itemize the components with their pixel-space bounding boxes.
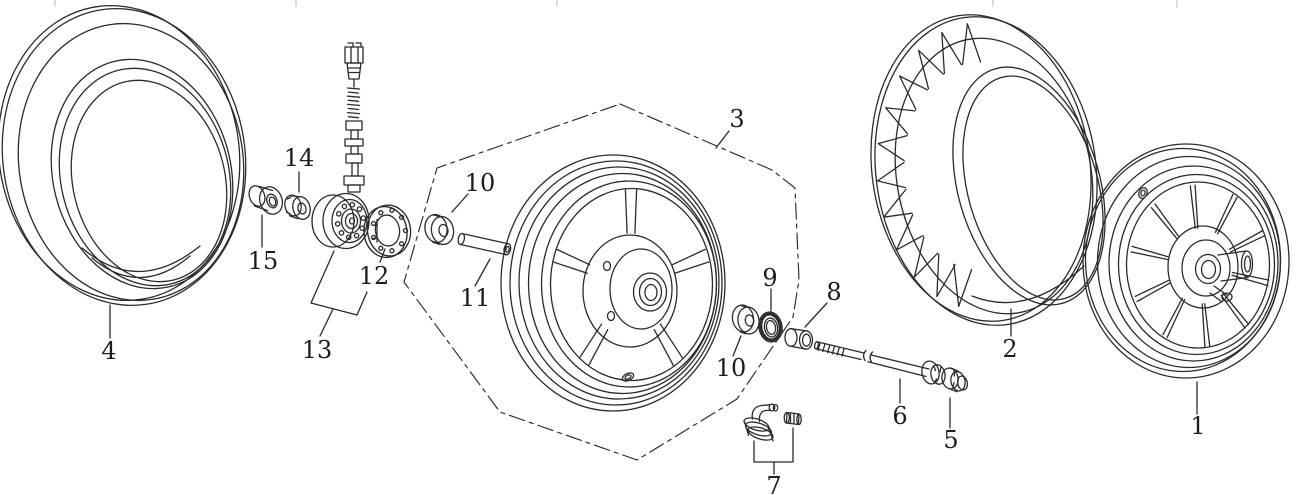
part-label-11: 11 (459, 284, 491, 312)
part-label-6: 6 (892, 402, 908, 430)
washer-10-rear (731, 304, 760, 335)
tire-4 (0, 4, 247, 307)
wheel-1-spokes (1130, 184, 1270, 348)
wheel-assembly-3 (500, 154, 726, 412)
valve-stem-7 (743, 403, 779, 442)
leader-10-front (451, 193, 469, 213)
valve-cap-7 (783, 411, 802, 426)
leader-12 (379, 248, 386, 263)
spacer-11 (457, 232, 512, 256)
spacer-bushing-8 (784, 328, 814, 350)
gear-retainer-12 (363, 204, 412, 259)
leader-lines (109, 130, 1198, 475)
cable-coil (346, 87, 361, 119)
part-label-7: 7 (766, 472, 782, 495)
part-label-14: 14 (283, 144, 315, 172)
bearing-balls (334, 201, 367, 241)
speedometer-cable (343, 42, 365, 193)
leader-13 (319, 308, 334, 337)
tire-2 (870, 14, 1106, 326)
registration-ticks (54, 0, 1178, 8)
axle-6 (813, 341, 946, 385)
leader-8 (804, 302, 828, 328)
bracket-7 (753, 427, 794, 463)
assembly-boundary-hexagon (403, 103, 800, 461)
wheel-1 (1082, 143, 1290, 379)
leader-3 (715, 130, 730, 149)
oil-seal-9 (758, 311, 783, 343)
leader-10-rear (732, 335, 742, 357)
part-label-13: 13 (301, 336, 333, 364)
part-label-2: 2 (1002, 335, 1018, 363)
part-label-5: 5 (943, 426, 959, 454)
wheel-3-spokes (552, 189, 710, 367)
bushing-15 (248, 185, 284, 215)
tire-2-tread-chevrons (876, 23, 982, 308)
part-label-9: 9 (762, 264, 778, 292)
washer-10-front (424, 213, 455, 246)
part-label-3: 3 (729, 105, 745, 133)
part-label-4: 4 (101, 337, 117, 365)
part-label-8: 8 (826, 278, 842, 306)
nut-5 (941, 367, 969, 393)
retainer-holes (370, 207, 409, 254)
part-label-15: 15 (247, 247, 279, 275)
part-label-1: 1 (1190, 412, 1206, 440)
leader-11 (474, 258, 491, 287)
speedometer-drive (311, 192, 370, 250)
nut-14 (284, 194, 311, 220)
part-label-10-rear: 10 (715, 354, 747, 382)
part-label-12: 12 (358, 262, 390, 290)
part-label-10-front: 10 (464, 169, 496, 197)
bracket-13 (310, 250, 368, 316)
